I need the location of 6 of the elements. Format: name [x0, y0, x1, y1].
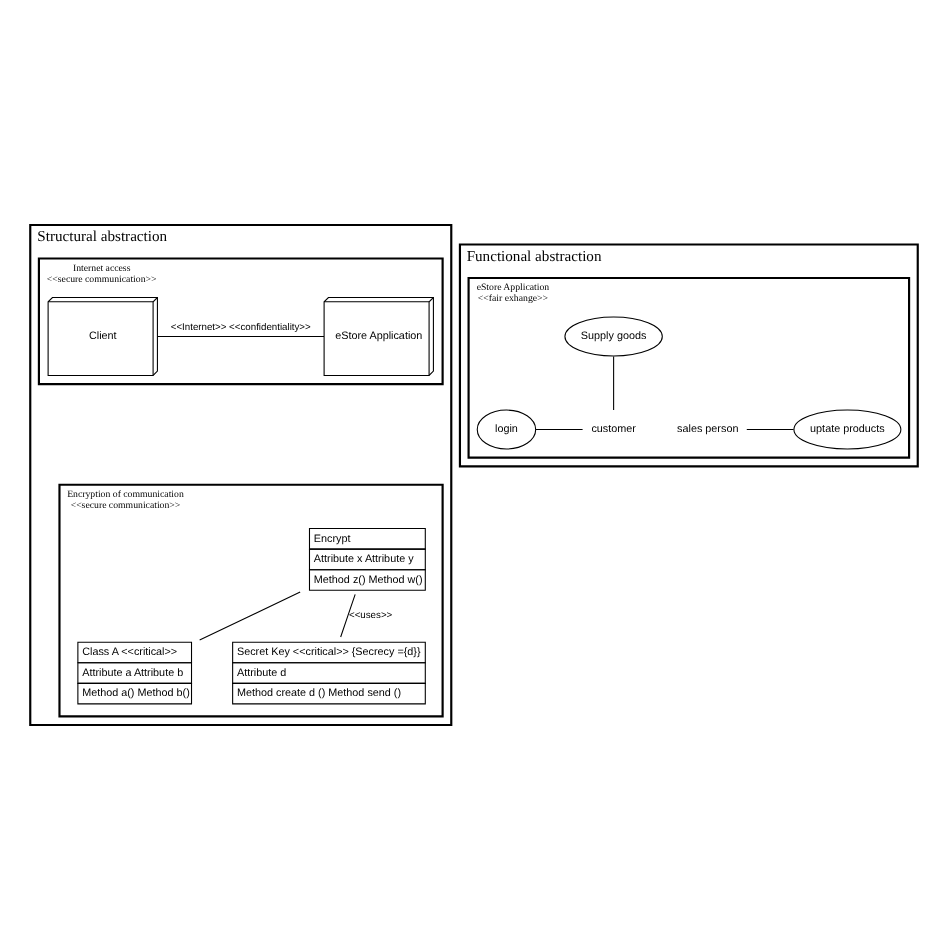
connector [535, 428, 584, 430]
connector [199, 590, 301, 640]
connector [340, 592, 356, 637]
connector [746, 428, 795, 430]
connector [613, 354, 615, 410]
connector [157, 334, 325, 336]
